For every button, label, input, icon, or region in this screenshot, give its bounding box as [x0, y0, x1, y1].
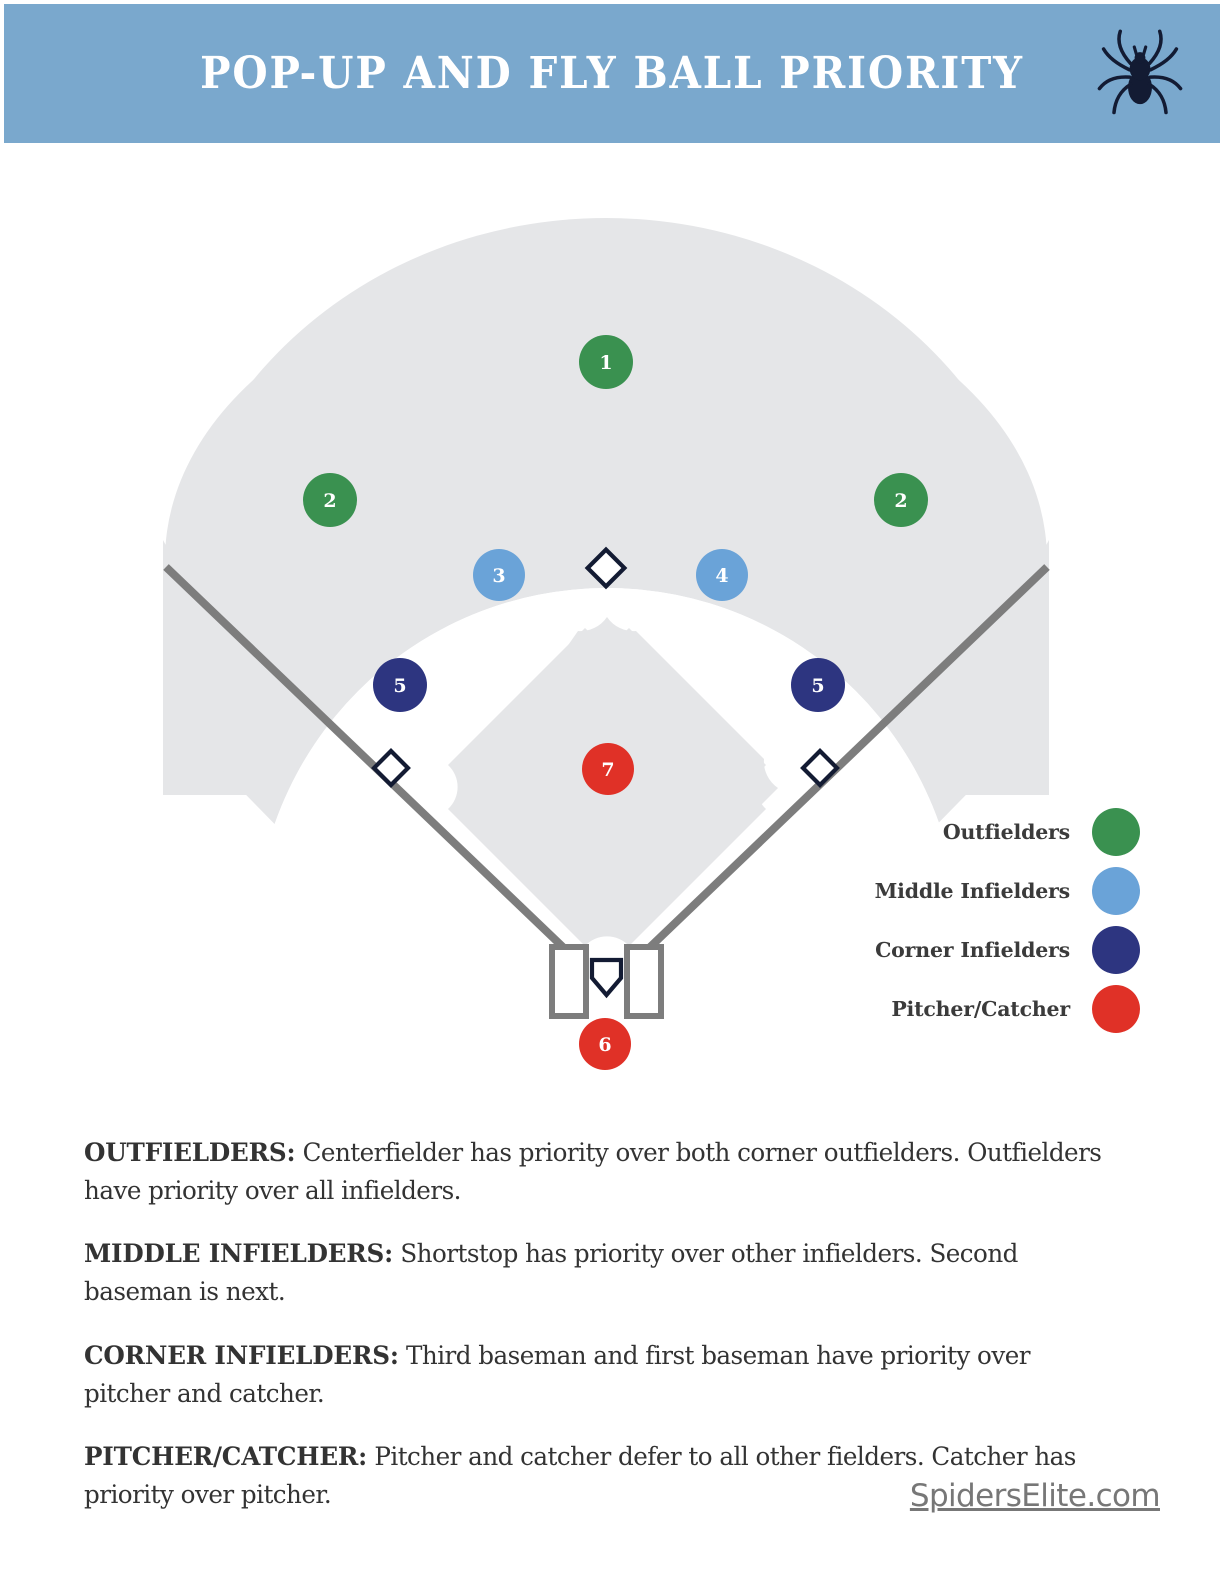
rule-text: Shortstop has priority over other infiel…	[84, 1239, 1018, 1307]
marker-circle	[473, 549, 525, 601]
footer: SpidersElite.com	[0, 1478, 1161, 1514]
left-foul-line	[163, 564, 569, 953]
rule-corner-infielders: CORNER INFIELDERS: Third baseman and fir…	[84, 1337, 1103, 1413]
marker-second-baseman[interactable]: 4	[696, 549, 748, 601]
first-base	[800, 748, 840, 788]
rule-lead: MIDDLE INFIELDERS:	[84, 1239, 394, 1269]
marker-circle	[696, 549, 748, 601]
marker-number: 3	[492, 565, 505, 587]
legend-label: Corner Infielders	[875, 937, 1070, 962]
legend-swatch-corner-infielders	[1092, 925, 1140, 974]
marker-first-baseman[interactable]: 5	[791, 658, 845, 712]
marker-circle	[579, 1018, 631, 1070]
marker-number: 7	[601, 759, 614, 781]
marker-circle	[579, 335, 633, 389]
legend-item-middle-infielders: Middle Infielders	[820, 861, 1140, 920]
marker-right-fielder[interactable]: 2	[874, 473, 928, 527]
legend-swatch-outfielders	[1092, 807, 1140, 856]
marker-left-fielder[interactable]: 2	[303, 473, 357, 527]
rule-text: Third baseman and first baseman have pri…	[84, 1340, 1031, 1409]
priority-rules: OUTFIELDERS: Centerfielder has priority …	[84, 1108, 1140, 1530]
header-band: POP-UP AND FLY BALL PRIORITY	[4, 4, 1220, 143]
legend-label: Outfielders	[942, 819, 1070, 844]
marker-number: 2	[894, 490, 907, 512]
marker-circle	[874, 473, 928, 527]
legend-swatch-middle-infielders	[1092, 866, 1140, 915]
home-plate	[589, 957, 624, 999]
rule-outfielders: OUTFIELDERS: Centerfielder has priority …	[84, 1134, 1103, 1210]
legend-item-pitcher-catcher: Pitcher/Catcher	[820, 979, 1140, 1038]
marker-number: 4	[715, 565, 728, 587]
marker-circle	[582, 743, 634, 795]
legend-label: Pitcher/Catcher	[891, 996, 1070, 1021]
baseball-field-diagram: 1 2 2 3 4 5 5 7 6	[0, 150, 1224, 1080]
rule-lead: CORNER INFIELDERS:	[84, 1340, 399, 1371]
page-title: POP-UP AND FLY BALL PRIORITY	[200, 48, 1024, 99]
marker-number: 5	[393, 675, 406, 697]
legend: Outfielders Middle Infielders Corner Inf…	[820, 802, 1140, 1038]
marker-circle	[791, 658, 845, 712]
right-foul-line	[644, 564, 1050, 953]
legend-swatch-pitcher-catcher	[1092, 984, 1140, 1033]
right-batters-box	[624, 944, 664, 1019]
marker-number: 1	[599, 352, 612, 374]
rule-lead: PITCHER/CATCHER:	[84, 1442, 368, 1472]
marker-third-baseman[interactable]: 5	[373, 658, 427, 712]
marker-catcher[interactable]: 6	[579, 1018, 631, 1070]
rule-middle-infielders: MIDDLE INFIELDERS: Shortstop has priorit…	[84, 1235, 1103, 1311]
website-link[interactable]: SpidersElite.com	[909, 1478, 1161, 1514]
legend-item-outfielders: Outfielders	[820, 802, 1140, 861]
rule-lead: OUTFIELDERS:	[84, 1137, 296, 1168]
left-batters-box	[549, 944, 589, 1019]
marker-number: 5	[811, 675, 824, 697]
marker-number: 2	[323, 490, 336, 512]
rule-pitcher-catcher: PITCHER/CATCHER: Pitcher and catcher def…	[84, 1438, 1103, 1514]
marker-pitcher[interactable]: 7	[582, 743, 634, 795]
second-base	[584, 546, 628, 590]
position-markers: 1 2 2 3 4 5 5 7 6	[303, 335, 928, 1070]
third-base	[371, 748, 411, 788]
rule-text: Centerfielder has priority over both cor…	[84, 1137, 1102, 1206]
marker-shortstop[interactable]: 3	[473, 549, 525, 601]
spider-icon	[1088, 22, 1192, 126]
legend-label: Middle Infielders	[874, 878, 1071, 903]
marker-number: 6	[598, 1034, 611, 1056]
rule-text: Pitcher and catcher defer to all other f…	[84, 1442, 1076, 1510]
marker-circle	[303, 473, 357, 527]
legend-item-corner-infielders: Corner Infielders	[820, 920, 1140, 979]
marker-center-fielder[interactable]: 1	[579, 335, 633, 389]
marker-circle	[373, 658, 427, 712]
